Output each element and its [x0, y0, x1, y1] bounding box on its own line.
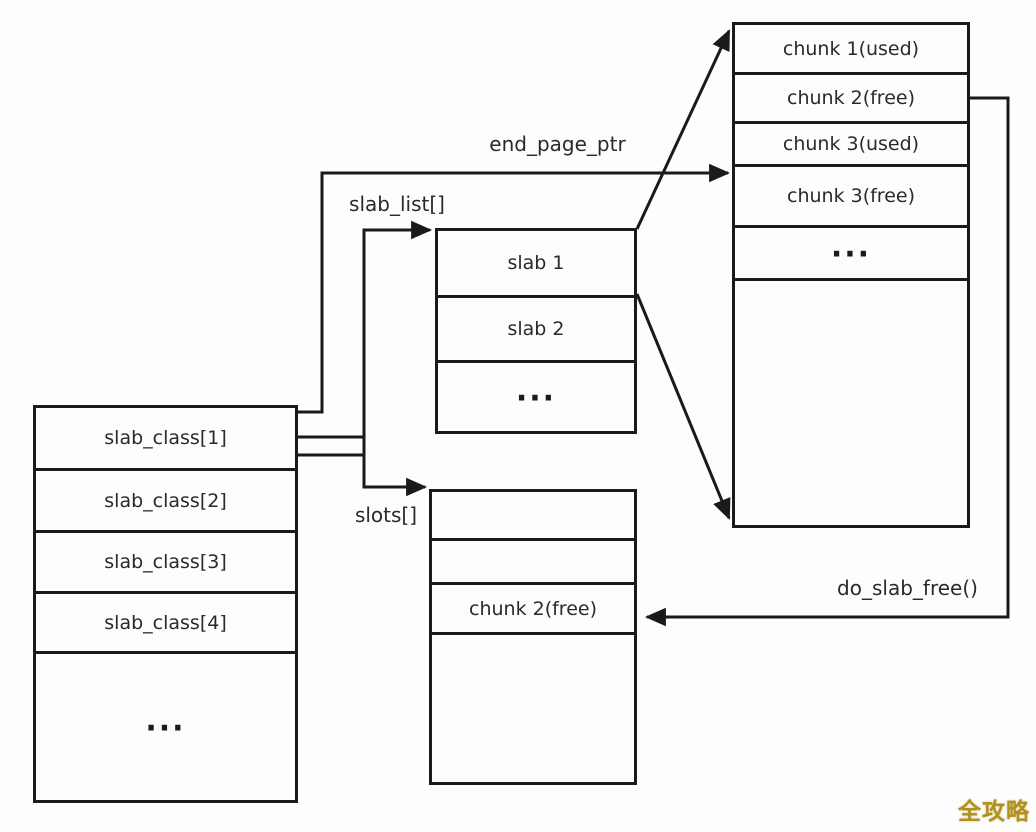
slab-class-row: slab_class[1]: [104, 427, 227, 449]
slots-wire: [298, 453, 428, 497]
slab-to-chunk-bottom-diagonal: [635, 293, 731, 520]
slot-row-chunk2-free: chunk 2(free): [432, 582, 634, 632]
slot-row: [432, 632, 634, 782]
slab-class-row: slab_class[2]: [36, 468, 295, 530]
chunk-empty-row: [735, 278, 967, 525]
do-slab-free-label: do_slab_free(): [837, 576, 978, 600]
slab-row: slab 1: [507, 252, 565, 274]
slab-class-array-box: slab_class[1] slab_class[2] slab_class[3…: [33, 405, 298, 803]
end-page-ptr-label: end_page_ptr: [489, 132, 626, 156]
slab-list-box: slab 1 slab 2 ...: [435, 228, 637, 434]
chunk-ellipsis-row: ...: [735, 225, 967, 278]
slab-ellipsis-row: ...: [438, 360, 634, 431]
chunk-row: chunk 2(free): [735, 72, 967, 121]
chunk-row: chunk 3(free): [735, 164, 967, 225]
chunk-row: chunk 1(used): [782, 37, 920, 60]
slab-class-row: slab_class[4]: [36, 591, 295, 651]
chunk-page-box: chunk 1(used) chunk 2(free) chunk 3(used…: [732, 22, 970, 528]
slab-row: slab 2: [438, 295, 634, 360]
chunk-row: chunk 3(used): [735, 121, 967, 164]
slab-class-ellipsis-row: ...: [36, 651, 295, 800]
slots-box: chunk 2(free): [429, 489, 637, 785]
watermark-text: 全攻略: [958, 799, 1030, 825]
slab-list-label: slab_list[]: [349, 192, 445, 216]
end-page-ptr-wire: [298, 163, 731, 414]
slab-list-wire: [298, 220, 433, 439]
slots-label: slots[]: [354, 503, 418, 527]
slab-class-row: slab_class[3]: [36, 530, 295, 591]
slab-to-chunk-top-diagonal: [635, 29, 731, 230]
slot-row: [432, 538, 634, 582]
do-slab-free-wire: [644, 96, 1010, 627]
slot-row: [432, 492, 634, 538]
